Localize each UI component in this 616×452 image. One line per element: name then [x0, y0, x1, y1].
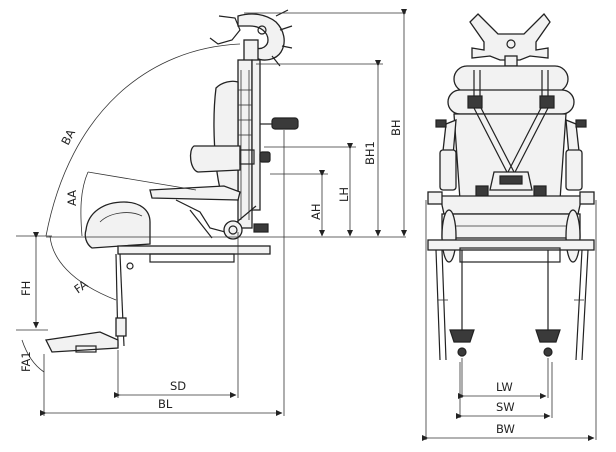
label-bh1: BH1	[363, 141, 377, 165]
label-ah: AH	[309, 203, 323, 220]
label-lh: LH	[337, 187, 351, 202]
front-view: LW SW BW	[422, 13, 597, 441]
label-fa: FA	[71, 277, 90, 296]
side-base-frame	[115, 245, 271, 347]
front-seat-frame	[427, 191, 595, 263]
label-sw: SW	[496, 400, 515, 414]
side-leg-pad	[84, 201, 151, 249]
label-fa1: FA1	[19, 351, 33, 372]
label-fh: FH	[19, 281, 33, 296]
arc-fa	[49, 235, 117, 301]
front-harness	[467, 70, 555, 197]
label-sd: SD	[170, 379, 186, 393]
side-headrest	[209, 9, 293, 67]
label-aa: AA	[65, 190, 79, 206]
side-lateral-knob	[260, 117, 299, 130]
front-headrest	[469, 13, 551, 67]
side-backrest	[213, 59, 261, 229]
label-bl: BL	[158, 397, 173, 411]
label-ba: BA	[58, 127, 78, 148]
arc-ba	[45, 43, 241, 237]
label-lw: LW	[496, 380, 513, 394]
label-bh: BH	[389, 119, 403, 136]
side-seat	[149, 185, 269, 240]
side-view: BA AA FA FA1 FH AH LH BH1 BH SD BL	[16, 9, 407, 416]
front-footrests	[449, 250, 561, 357]
front-legs	[435, 249, 589, 361]
front-armrests	[439, 149, 583, 191]
arc-aa	[80, 171, 89, 237]
side-footplate	[45, 331, 119, 353]
arc-fa1	[21, 339, 45, 373]
label-bw: BW	[496, 422, 515, 436]
side-armrest	[189, 145, 271, 173]
